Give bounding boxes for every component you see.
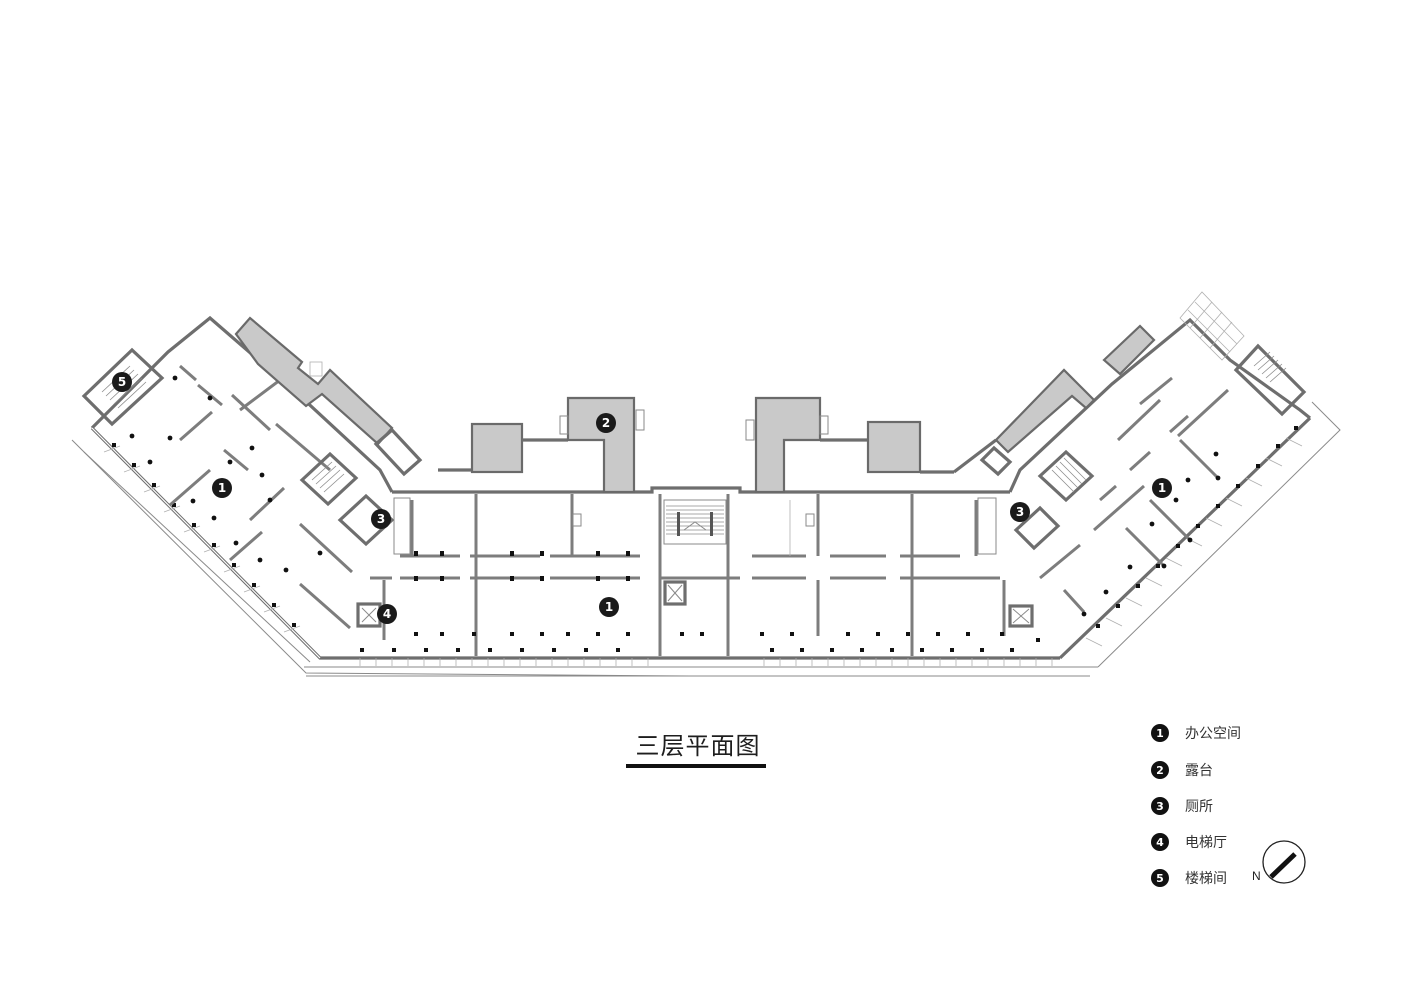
marker-toilet-left: 3	[371, 509, 391, 529]
center-terraces	[438, 396, 954, 494]
legend-item-office: 1 办公空间	[1151, 722, 1241, 744]
legend-label: 电梯厅	[1185, 835, 1227, 851]
svg-text:5: 5	[118, 375, 126, 389]
left-wing	[71, 315, 691, 677]
north-label: N	[1252, 869, 1261, 883]
legend-label: 露台	[1185, 763, 1213, 779]
svg-text:3: 3	[1016, 505, 1024, 519]
legend-badge: 3	[1151, 797, 1169, 815]
legend-item-elevator-lobby: 4 电梯厅	[1151, 831, 1227, 853]
north-arrow-icon	[1262, 840, 1306, 884]
room-markers: 1 1 1 2 3 3 4 5	[112, 372, 1172, 624]
legend-item-stairwell: 5 楼梯间	[1151, 867, 1227, 889]
legend-label: 办公空间	[1185, 726, 1241, 742]
legend-badge: 4	[1151, 833, 1169, 851]
legend-label: 厕所	[1185, 799, 1213, 815]
svg-text:3: 3	[377, 512, 385, 526]
legend-badge: 1	[1151, 724, 1169, 742]
left-terraces	[234, 316, 423, 477]
drawing-title: 三层平面图	[635, 732, 761, 760]
marker-office-right: 1	[1152, 478, 1172, 498]
svg-text:1: 1	[1158, 481, 1166, 495]
right-terraces	[953, 324, 1156, 477]
title-underline	[626, 764, 766, 768]
svg-text:1: 1	[218, 481, 226, 495]
legend-item-terrace: 2 露台	[1151, 759, 1213, 781]
legend-badge: 2	[1151, 761, 1169, 779]
right-wing	[1008, 291, 1341, 668]
marker-stairwell: 5	[112, 372, 132, 392]
svg-text:1: 1	[605, 600, 613, 614]
legend-label: 楼梯间	[1185, 871, 1227, 887]
marker-office-center: 1	[599, 597, 619, 617]
marker-terrace: 2	[596, 413, 616, 433]
legend-item-toilet: 3 厕所	[1151, 795, 1213, 817]
legend-badge: 5	[1151, 869, 1169, 887]
center-bar	[304, 486, 1098, 677]
marker-office-left: 1	[212, 478, 232, 498]
marker-toilet-right: 3	[1010, 502, 1030, 522]
svg-text:2: 2	[602, 416, 610, 430]
marker-elevator-lobby: 4	[377, 604, 397, 624]
svg-text:4: 4	[383, 607, 391, 621]
